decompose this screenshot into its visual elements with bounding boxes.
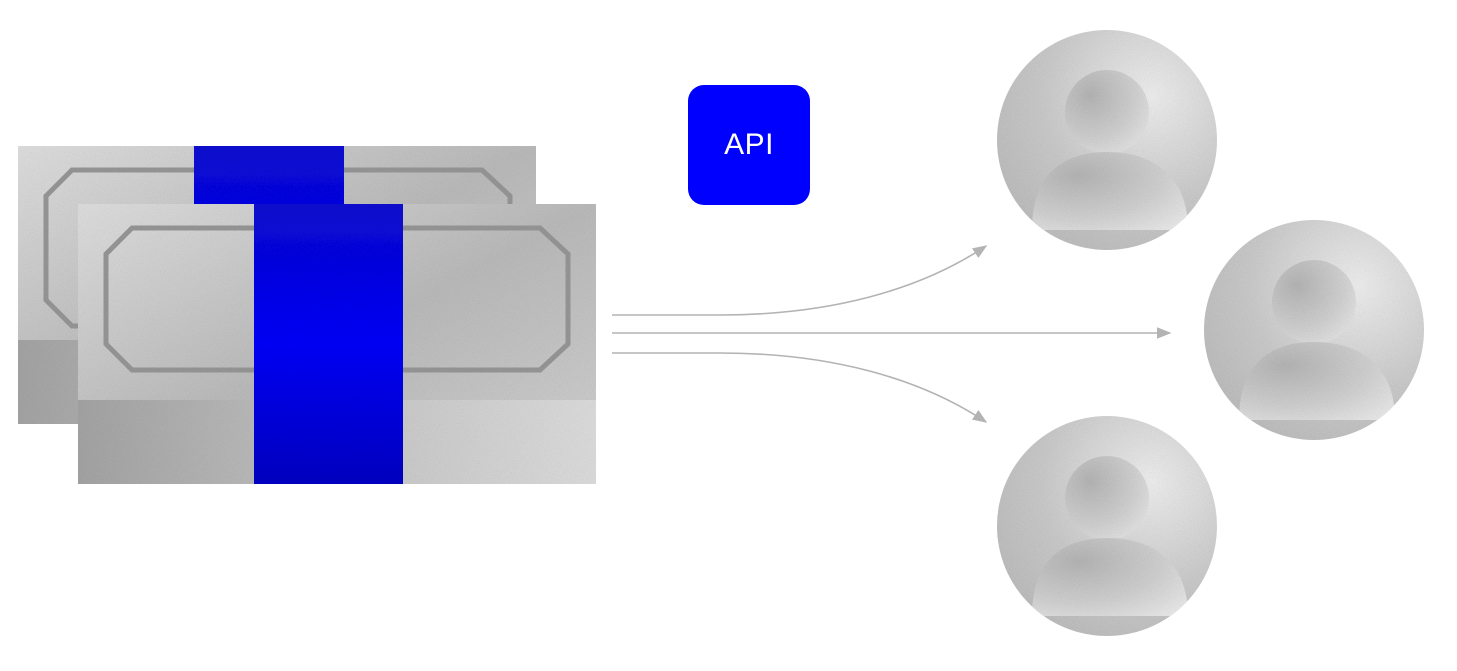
api-badge-label: API [724,128,774,161]
arrow-to-recipient-1 [612,245,988,316]
user-avatar-icon [997,416,1217,636]
banknote-front-icon [78,204,596,484]
api-badge: API [688,85,810,205]
user-avatar-icon [997,30,1217,250]
user-avatar-icon [1204,220,1424,440]
arrow-to-recipient-3 [612,352,988,423]
distribution-arrows [612,245,1172,423]
